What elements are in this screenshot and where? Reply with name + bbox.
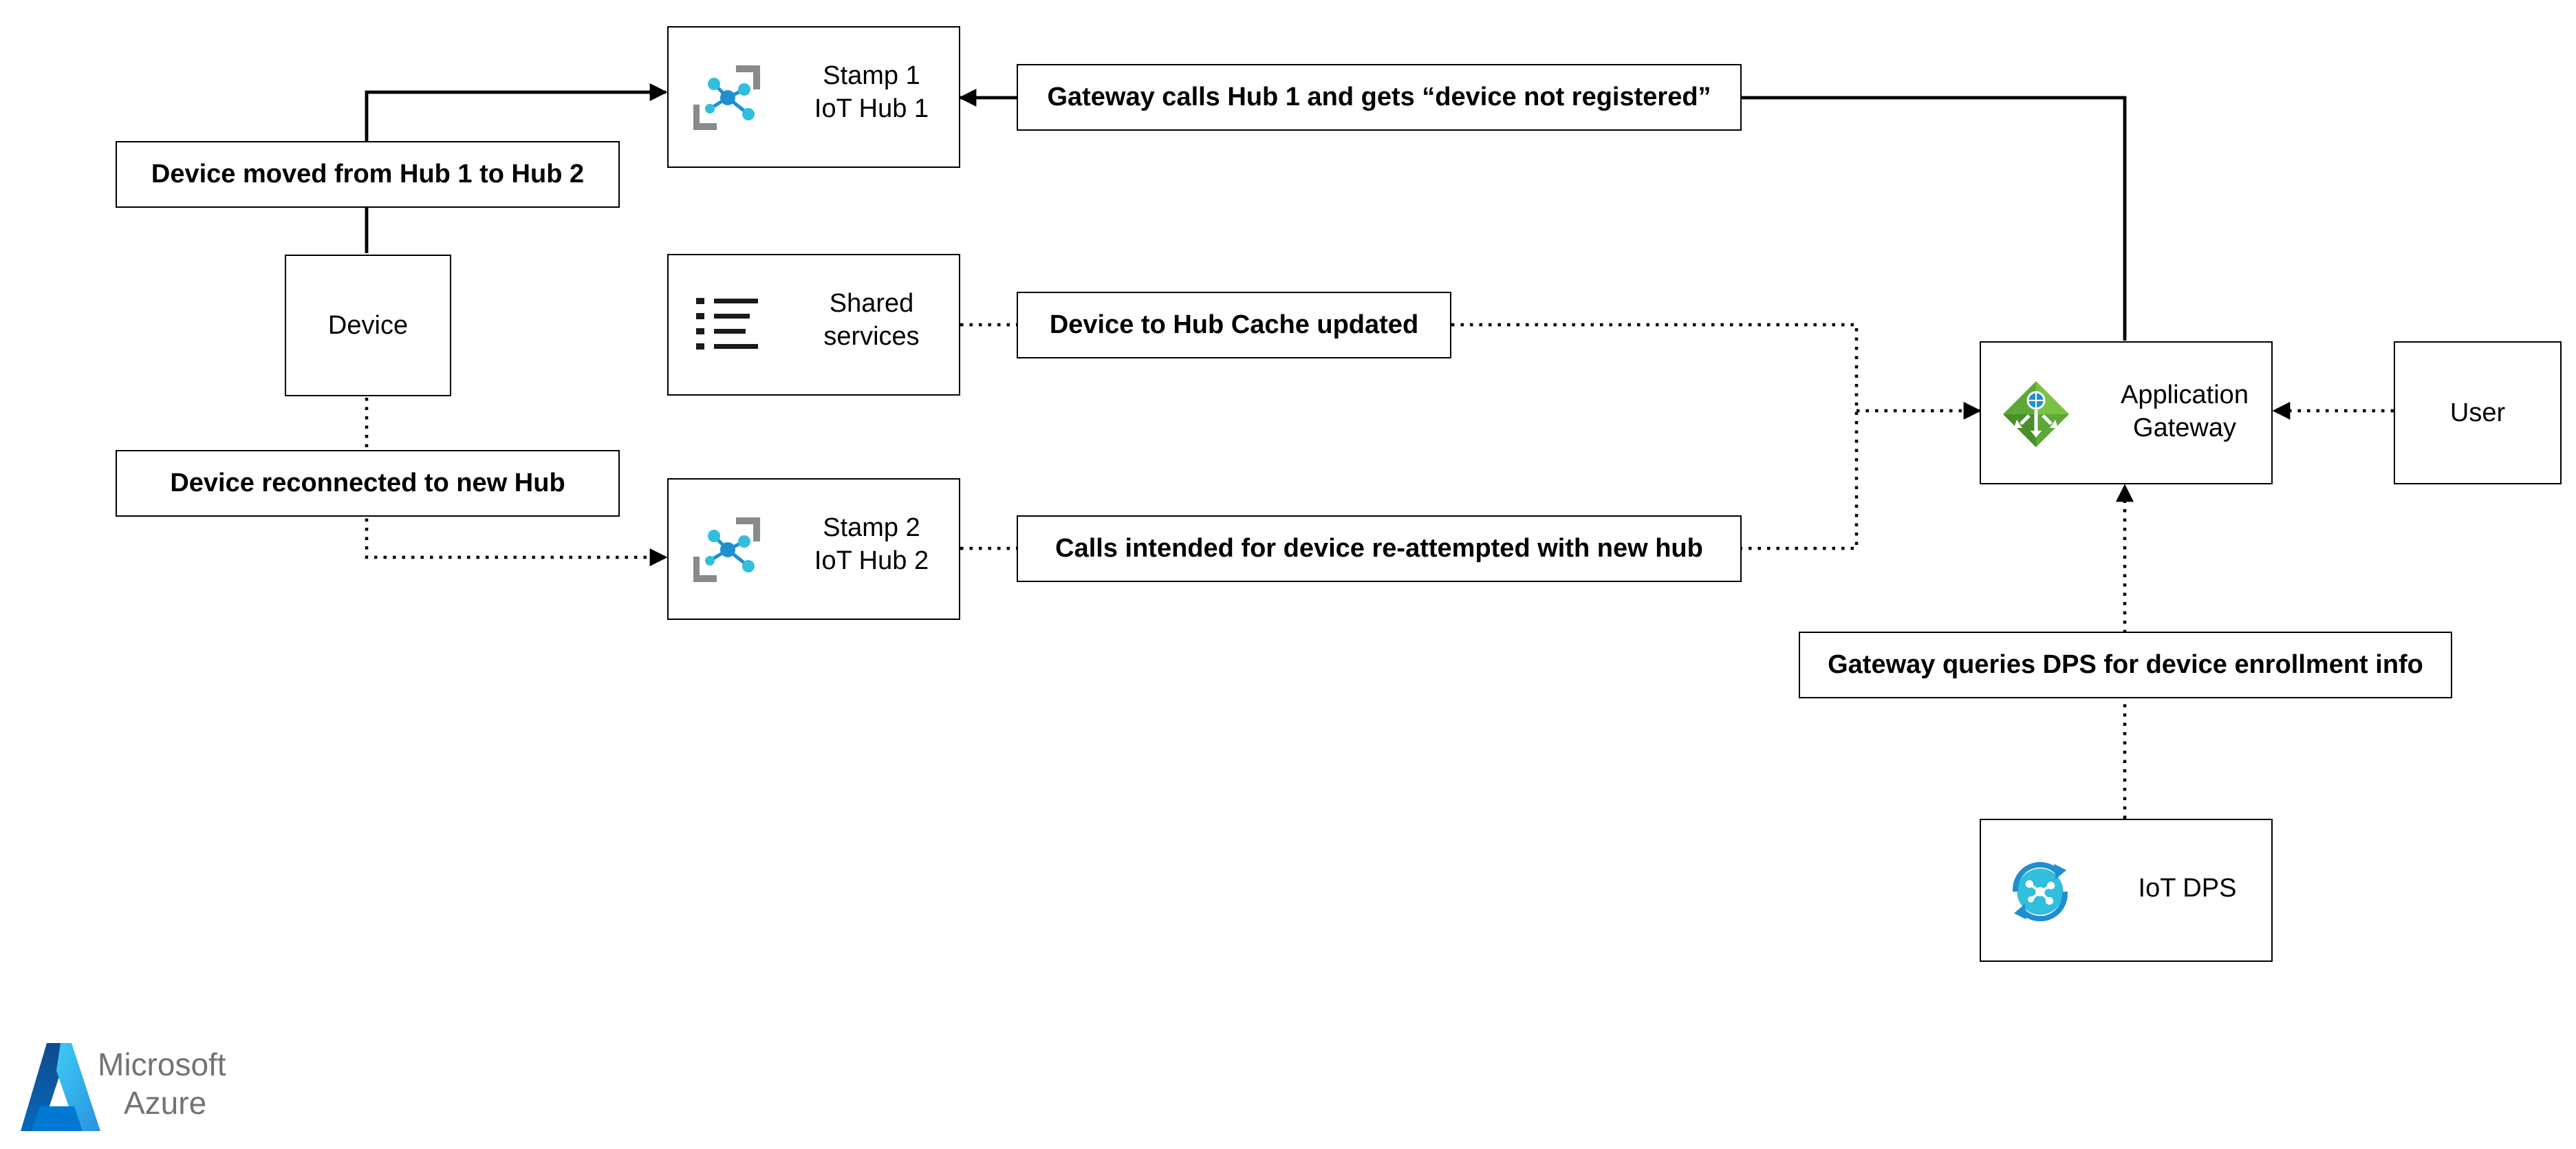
iot-dps-node: IoT DPS — [1980, 819, 2273, 962]
cache-updated-label: Device to Hub Cache updated — [1017, 292, 1451, 358]
logo-line2: Azure — [124, 1085, 207, 1121]
stamp2-line1: Stamp 2 — [823, 513, 920, 542]
application-gateway-label: Application Gateway — [2105, 378, 2264, 444]
gateway-calls-hub1-label: Gateway calls Hub 1 and gets “device not… — [1017, 64, 1742, 131]
stamp2-iot-hub2-node: Stamp 2 IoT Hub 2 — [667, 478, 960, 620]
user-label: User — [2449, 398, 2506, 427]
microsoft-azure-logo: Microsoft Azure — [19, 1040, 246, 1137]
iot-hub-icon — [693, 65, 760, 130]
stamp1-line1: Stamp 1 — [823, 61, 920, 90]
shared-line1: Shared — [829, 289, 914, 318]
gateway-queries-dps-label: Gateway queries DPS for device enrollmen… — [1799, 632, 2452, 698]
stamp1-label: Stamp 1 IoT Hub 1 — [792, 59, 951, 125]
device-node: Device — [285, 255, 451, 396]
list-icon — [696, 298, 758, 350]
stamp2-line2: IoT Hub 2 — [814, 546, 929, 575]
app-gateway-line2: Gateway — [2133, 414, 2236, 442]
iot-dps-label: IoT DPS — [2138, 874, 2237, 903]
device-moved-label: Device moved from Hub 1 to Hub 2 — [116, 141, 620, 208]
iot-hub-icon — [693, 517, 760, 582]
azure-logo-icon — [21, 1043, 100, 1131]
logo-line1: Microsoft — [98, 1046, 226, 1082]
shared-services-label: Shared services — [792, 287, 951, 353]
application-gateway-icon — [2003, 381, 2069, 447]
device-reconnected-label: Device reconnected to new Hub — [116, 450, 620, 517]
device-label: Device — [327, 310, 409, 340]
connector-device-to-stamp2 — [365, 398, 668, 566]
stamp1-line2: IoT Hub 1 — [814, 94, 929, 123]
connector-gateway-to-stamp1 — [1740, 96, 2127, 341]
shared-services-node: Shared services — [667, 254, 960, 396]
user-node: User — [2394, 341, 2562, 484]
calls-reattempted-label: Calls intended for device re-attempted w… — [1017, 515, 1742, 582]
shared-line2: services — [823, 322, 920, 351]
app-gateway-line1: Application — [2121, 380, 2249, 409]
stamp2-label: Stamp 2 IoT Hub 2 — [792, 511, 951, 577]
application-gateway-node: Application Gateway — [1980, 341, 2273, 484]
stamp1-iot-hub1-node: Stamp 1 IoT Hub 1 — [667, 26, 960, 168]
iot-dps-icon — [2013, 861, 2068, 922]
